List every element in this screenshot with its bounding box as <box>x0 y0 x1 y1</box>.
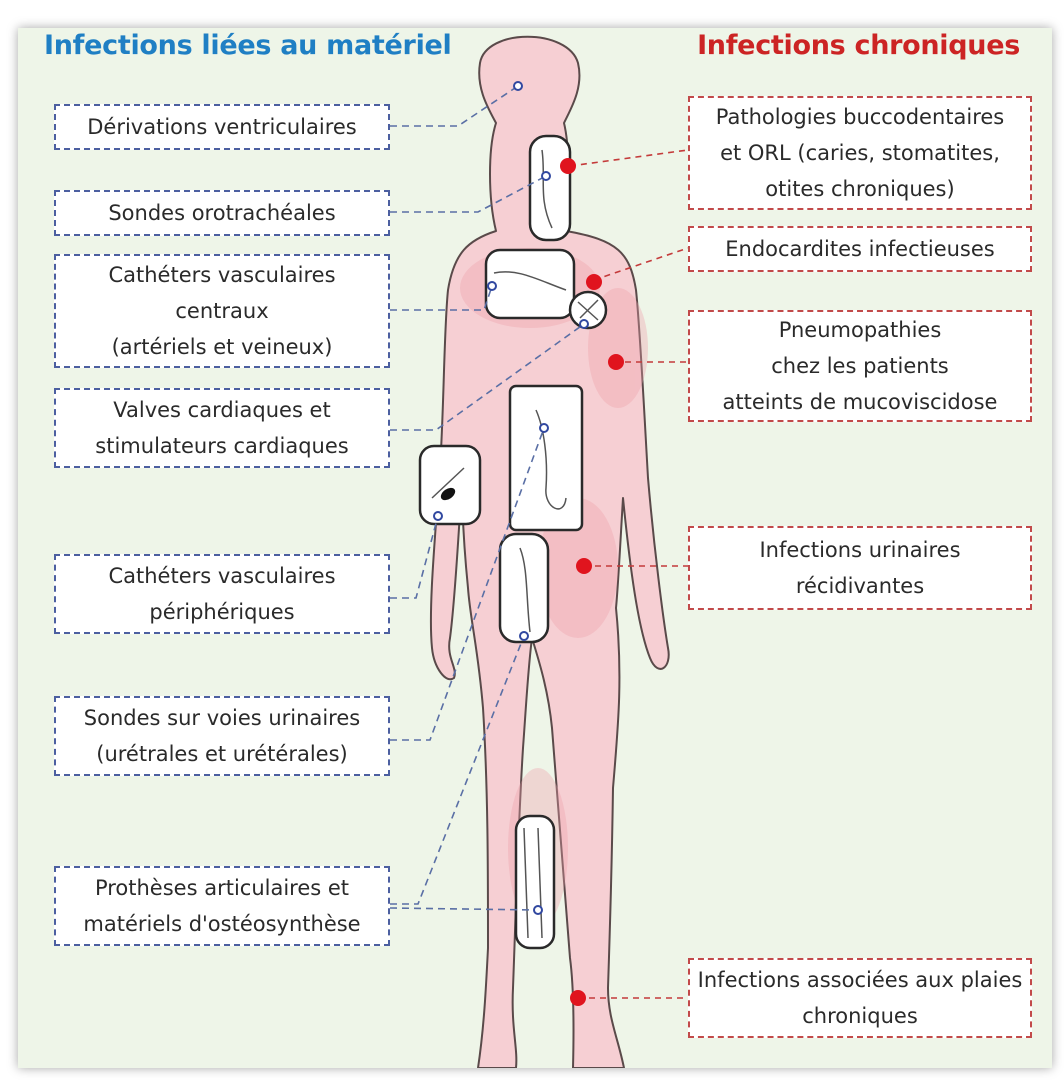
label-cystic-fibrosis-pneumopathies: Pneumopathies chez les patients atteints… <box>688 310 1032 422</box>
diagram-panel: Infections liées au matériel Infections … <box>18 28 1052 1068</box>
label-recurrent-uti: Infections urinaires récidivantes <box>688 526 1032 610</box>
device-infections-heading: Infections liées au matériel <box>44 30 452 61</box>
label-dental-ent: Pathologies buccodentaires et ORL (carie… <box>688 96 1032 210</box>
label-urinary-catheters: Sondes sur voies urinaires (urétrales et… <box>54 696 390 776</box>
hip-prosthesis-inset <box>500 534 548 642</box>
knee-implant-inset <box>516 816 554 948</box>
label-infective-endocarditis: Endocardites infectieuses <box>688 226 1032 272</box>
label-peripheral-vascular-catheters: Cathéters vasculaires périphériques <box>54 554 390 634</box>
label-ventricular-shunts: Dérivations ventriculaires <box>54 104 390 150</box>
peripheral-catheter-inset <box>420 446 480 524</box>
label-cardiac-valves-pacemakers: Valves cardiaques et stimulateurs cardia… <box>54 388 390 468</box>
central-catheter-inset <box>486 250 574 318</box>
chronic-infections-heading: Infections chroniques <box>697 30 1020 61</box>
label-joint-prostheses: Prothèses articulaires et matériels d'os… <box>54 866 390 946</box>
label-orotracheal-tubes: Sondes orotrachéales <box>54 190 390 236</box>
label-chronic-wound-infections: Infections associées aux plaies chroniqu… <box>688 958 1032 1038</box>
label-central-vascular-catheters: Cathéters vasculaires centraux (artériel… <box>54 254 390 368</box>
